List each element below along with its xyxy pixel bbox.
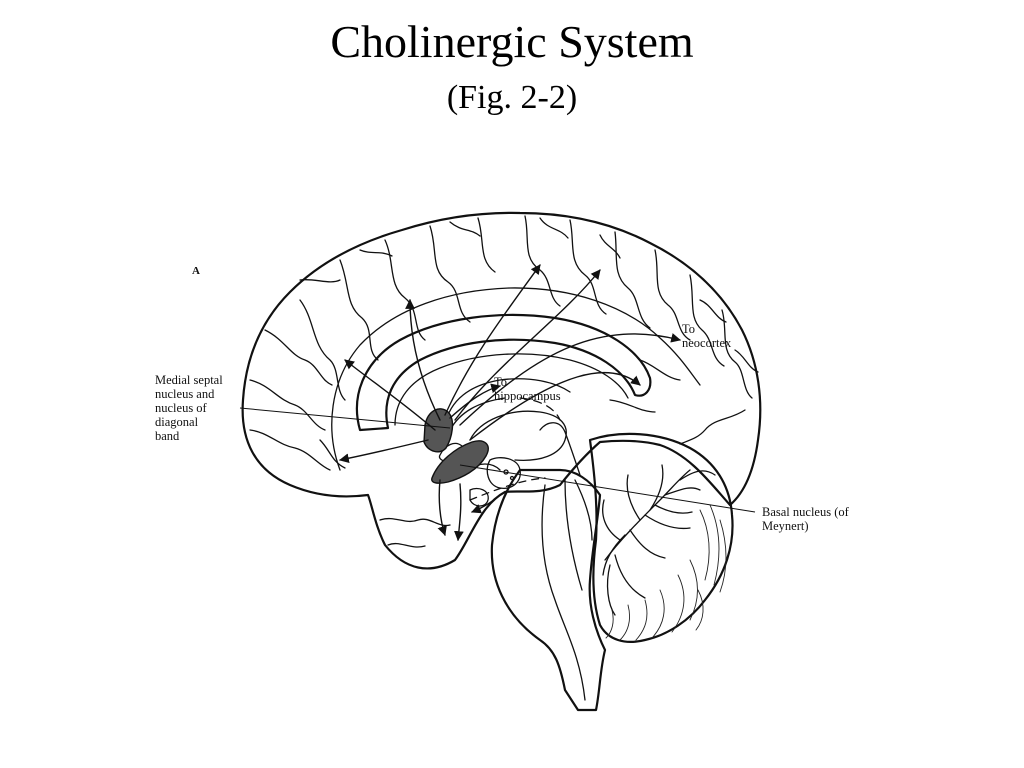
pointer-basal-nucleus [459,464,756,513]
svg-text:Meynert): Meynert) [762,519,809,533]
slide-title: Cholinergic System [330,16,694,67]
label-medial-septal: Medial septal nucleus and nucleus of dia… [155,373,223,443]
svg-text:band: band [155,429,180,443]
label-to-neocortex: To neocortex [682,322,732,350]
cerebellar-hemisphere-lines [605,504,727,641]
svg-text:nucleus of: nucleus of [155,401,208,415]
svg-text:neocortex: neocortex [682,336,732,350]
arbor-vitae [602,464,716,616]
svg-text:Basal nucleus (of: Basal nucleus (of [762,505,850,519]
svg-text:nucleus and: nucleus and [155,387,215,401]
svg-text:diagonal: diagonal [155,415,199,429]
panel-label: A [192,265,200,277]
svg-text:To: To [682,322,695,336]
hippocampal-pathway-dashed [519,397,561,421]
cholinergic-projections [339,264,681,541]
brainstem [490,468,607,712]
cerebrum-outline [241,211,762,570]
cingulate-sulcus [331,287,701,471]
cerebellum [588,432,734,643]
svg-text:Medial septal: Medial septal [155,373,223,387]
slide-subtitle: (Fig. 2-2) [446,79,578,116]
basal-nucleus-of-meynert [431,440,489,484]
fornix [444,378,571,426]
pointer-medial-septal [239,407,451,429]
svg-text:hippocampus: hippocampus [494,389,561,403]
pituitary [469,487,489,507]
svg-text:To: To [494,375,507,389]
hypothalamus [486,457,521,489]
label-to-hippocampus: To hippocampus [494,375,561,403]
label-basal-nucleus: Basal nucleus (of Meynert) [762,505,850,533]
thalamus [469,410,567,461]
